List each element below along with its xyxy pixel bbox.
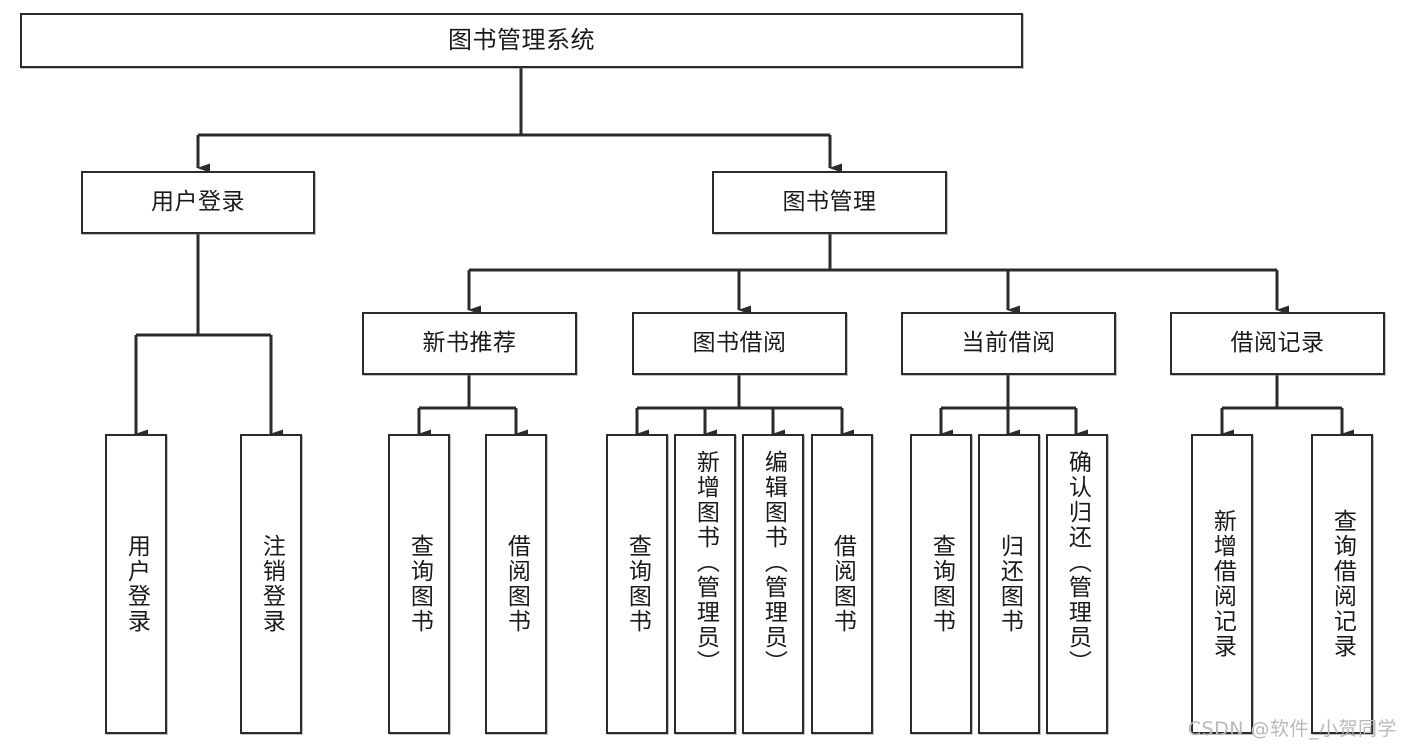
node-label: 编辑图书（管理员） xyxy=(760,450,787,675)
node-leaf-borrow-book[interactable]: 借阅图书 xyxy=(811,434,873,734)
node-label: 归还图书 xyxy=(996,534,1023,634)
watermark-text: CSDN @软件_小贺同学 xyxy=(1187,718,1397,740)
node-label: 查询借阅记录 xyxy=(1329,509,1356,659)
node-label: 图书管理系统 xyxy=(448,26,595,55)
node-label: 注销登录 xyxy=(258,534,285,634)
node-leaf-query-book-borrow[interactable]: 查询图书 xyxy=(606,434,668,734)
node-leaf-confirm-return-admin[interactable]: 确认归还（管理员） xyxy=(1046,434,1108,734)
node-label: 新增图书（管理员） xyxy=(692,450,719,675)
node-new-book-recommend[interactable]: 新书推荐 xyxy=(362,312,577,375)
node-leaf-user-login[interactable]: 用户登录 xyxy=(105,434,167,734)
node-label: 查询图书 xyxy=(928,534,955,634)
node-leaf-add-borrow-record[interactable]: 新增借阅记录 xyxy=(1191,434,1253,734)
node-leaf-return-book[interactable]: 归还图书 xyxy=(978,434,1040,734)
node-leaf-query-book-current[interactable]: 查询图书 xyxy=(910,434,972,734)
node-label: 用户登录 xyxy=(123,534,150,634)
node-label: 图书管理 xyxy=(782,188,877,215)
node-leaf-edit-book-admin[interactable]: 编辑图书（管理员） xyxy=(742,434,804,734)
node-leaf-query-book-recommend[interactable]: 查询图书 xyxy=(388,434,450,734)
node-label: 借阅记录 xyxy=(1230,329,1325,356)
node-borrow-record[interactable]: 借阅记录 xyxy=(1170,312,1385,375)
node-label: 借阅图书 xyxy=(503,534,530,634)
node-label: 查询图书 xyxy=(624,534,651,634)
node-label: 图书借阅 xyxy=(692,329,787,356)
node-root-system[interactable]: 图书管理系统 xyxy=(20,13,1023,68)
node-label: 用户登录 xyxy=(151,188,245,215)
node-label: 查询图书 xyxy=(406,534,433,634)
node-leaf-add-book-admin[interactable]: 新增图书（管理员） xyxy=(674,434,736,734)
node-label: 新书推荐 xyxy=(422,329,517,356)
node-user-login-module[interactable]: 用户登录 xyxy=(81,171,315,234)
node-leaf-query-borrow-record[interactable]: 查询借阅记录 xyxy=(1311,434,1373,734)
node-label: 借阅图书 xyxy=(829,534,856,634)
node-label: 新增借阅记录 xyxy=(1209,509,1236,659)
node-book-borrow[interactable]: 图书借阅 xyxy=(632,312,847,375)
node-leaf-borrow-book-recommend[interactable]: 借阅图书 xyxy=(485,434,547,734)
node-book-management-module[interactable]: 图书管理 xyxy=(712,171,947,234)
node-label: 当前借阅 xyxy=(961,329,1056,356)
node-leaf-user-logout[interactable]: 注销登录 xyxy=(240,434,302,734)
node-current-borrow[interactable]: 当前借阅 xyxy=(901,312,1116,375)
node-label: 确认归还（管理员） xyxy=(1064,450,1091,675)
